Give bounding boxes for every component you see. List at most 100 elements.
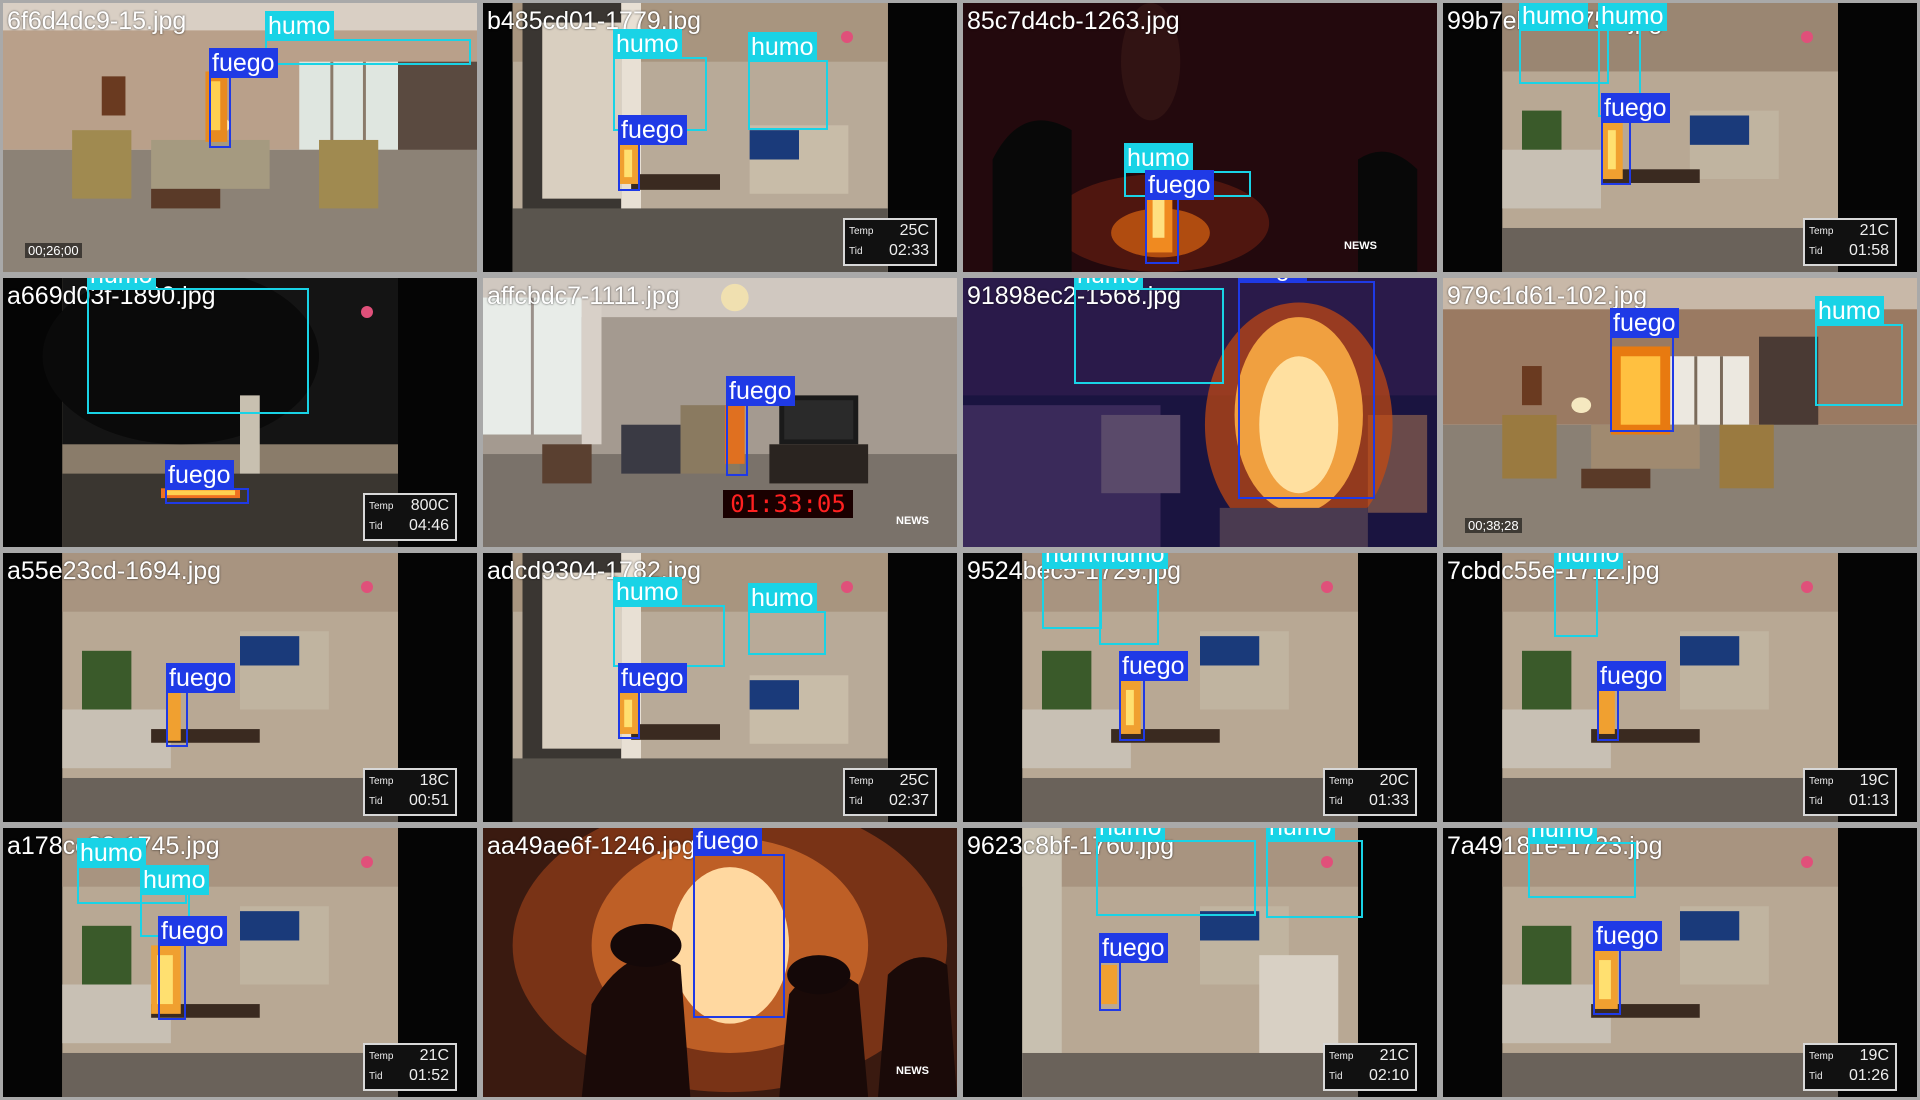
image-tile[interactable]: aa49ae6f-1246.jpg fuego NEWS bbox=[480, 825, 960, 1100]
image-tile[interactable]: adcd9304-1782.jpg humo humo fuego Temp 2… bbox=[480, 550, 960, 825]
fire-label: fuego bbox=[1119, 651, 1188, 681]
image-tile[interactable]: 7cbdc55e-1712.jpg humo fuego Temp 19C Ti… bbox=[1440, 550, 1920, 825]
fire-detection-box: fuego bbox=[726, 376, 795, 476]
timer-display: 01:33:05 bbox=[723, 490, 853, 518]
tile-filename: aa49ae6f-1246.jpg bbox=[487, 832, 696, 860]
scene-tv-room bbox=[483, 278, 957, 547]
smoke-label: humo bbox=[1528, 828, 1597, 844]
temperature-overlay: Temp 21C Tid 02:10 bbox=[1323, 1043, 1417, 1091]
smoke-detection-box: humo bbox=[1099, 553, 1168, 645]
fire-detection-box: fuego bbox=[158, 916, 227, 1020]
time-value: 04:46 bbox=[408, 517, 449, 534]
smoke-detection-box: humo bbox=[140, 865, 209, 937]
smoke-label: humo bbox=[77, 838, 146, 868]
image-tile[interactable]: 99b7ebd1-1759.jpg humo humo fuego Temp 2… bbox=[1440, 0, 1920, 275]
time-value: 01:33 bbox=[1368, 792, 1409, 809]
temp-value: 800C bbox=[410, 497, 449, 514]
record-indicator bbox=[1321, 581, 1333, 593]
fire-detection-box: fuego bbox=[1610, 308, 1679, 432]
smoke-detection-box: humo bbox=[1096, 828, 1256, 916]
scene-test-room bbox=[483, 553, 957, 822]
image-tile[interactable]: b485cd01-1779.jpg humo humo fuego Temp 2… bbox=[480, 0, 960, 275]
time-label: Tid bbox=[369, 1071, 383, 1082]
smoke-detection-box: humo bbox=[1554, 553, 1623, 637]
time-label: Tid bbox=[1809, 1071, 1823, 1082]
fire-label: fuego bbox=[1099, 933, 1168, 963]
record-indicator bbox=[361, 581, 373, 593]
smoke-label: humo bbox=[1124, 143, 1193, 173]
temp-value: 19C bbox=[1859, 1047, 1889, 1064]
smoke-label: humo bbox=[1096, 828, 1165, 842]
scene-dark-fire bbox=[963, 3, 1437, 272]
temp-value: 20C bbox=[1379, 772, 1409, 789]
smoke-detection-box: humo bbox=[1528, 828, 1636, 898]
temp-value: 25C bbox=[899, 772, 929, 789]
temperature-overlay: Temp 20C Tid 01:33 bbox=[1323, 768, 1417, 816]
fire-label: fuego bbox=[1610, 308, 1679, 338]
tile-filename: affcbdc7-1111.jpg bbox=[487, 282, 680, 310]
temp-label: Temp bbox=[1809, 226, 1834, 237]
timestamp: 00;38;28 bbox=[1465, 518, 1522, 533]
temperature-overlay: Temp 25C Tid 02:33 bbox=[843, 218, 937, 266]
fire-detection-box: fuego bbox=[618, 115, 687, 191]
time-label: Tid bbox=[369, 521, 383, 532]
smoke-detection-box: humo bbox=[1266, 828, 1363, 918]
time-label: Tid bbox=[1809, 796, 1823, 807]
fire-detection-box: fuego bbox=[165, 460, 249, 504]
time-value: 01:26 bbox=[1848, 1067, 1889, 1084]
news-logo: NEWS bbox=[896, 515, 929, 527]
fire-label: fuego bbox=[158, 916, 227, 946]
image-tile[interactable]: 9623c8bf-1760.jpg humo humo fuego Temp 2… bbox=[960, 825, 1440, 1100]
temp-label: Temp bbox=[1809, 1051, 1834, 1062]
time-value: 02:10 bbox=[1368, 1067, 1409, 1084]
temp-value: 19C bbox=[1859, 772, 1889, 789]
image-tile[interactable]: a669d03f-1890.jpg humo fuego Temp 800C T… bbox=[0, 275, 480, 550]
fire-label: fuego bbox=[618, 115, 687, 145]
news-logo: NEWS bbox=[1344, 240, 1377, 252]
image-tile[interactable]: a178cc28-1745.jpg humo humo fuego Temp 2… bbox=[0, 825, 480, 1100]
image-tile[interactable]: 85c7d4cb-1263.jpg humo fuego NEWS bbox=[960, 0, 1440, 275]
temperature-overlay: Temp 19C Tid 01:13 bbox=[1803, 768, 1897, 816]
fire-detection-box: fuego bbox=[209, 48, 278, 148]
time-label: Tid bbox=[1809, 246, 1823, 257]
record-indicator bbox=[841, 581, 853, 593]
fire-detection-box: fuego bbox=[1593, 921, 1662, 1015]
image-tile[interactable]: 9524bec5-1729.jpg humo humo fuego Temp 2… bbox=[960, 550, 1440, 825]
temp-label: Temp bbox=[369, 776, 394, 787]
smoke-label: humo bbox=[1554, 553, 1623, 569]
record-indicator bbox=[1801, 31, 1813, 43]
smoke-detection-box: humo bbox=[748, 583, 826, 655]
smoke-label: humo bbox=[1099, 553, 1168, 569]
time-label: Tid bbox=[849, 796, 863, 807]
image-tile[interactable]: 7a49181e-1723.jpg humo fuego Temp 19C Ti… bbox=[1440, 825, 1920, 1100]
smoke-label: humo bbox=[140, 865, 209, 895]
time-value: 02:37 bbox=[888, 792, 929, 809]
time-label: Tid bbox=[1329, 1071, 1343, 1082]
fire-label: fuego bbox=[1601, 93, 1670, 123]
image-tile[interactable]: affcbdc7-1111.jpg fuego 01:33:05 NEWS bbox=[480, 275, 960, 550]
temp-label: Temp bbox=[849, 226, 874, 237]
fire-label: fuego bbox=[1597, 661, 1666, 691]
smoke-label: humo bbox=[1519, 3, 1588, 31]
scene-test-room bbox=[963, 553, 1437, 822]
fire-label: fuego bbox=[1145, 170, 1214, 200]
temp-value: 21C bbox=[1859, 222, 1889, 239]
smoke-detection-box: humo bbox=[1074, 278, 1224, 384]
smoke-detection-box: humo bbox=[1519, 3, 1609, 84]
record-indicator bbox=[1321, 856, 1333, 868]
fire-label: fuego bbox=[693, 828, 762, 856]
fire-detection-box: fuego bbox=[1099, 933, 1168, 1011]
time-value: 02:33 bbox=[888, 242, 929, 259]
fire-detection-box: fuego bbox=[618, 663, 687, 739]
image-tile[interactable]: 979c1d61-102.jpg 00;38;28 fuego humo bbox=[1440, 275, 1920, 550]
scene-flashover bbox=[963, 278, 1437, 547]
smoke-label: humo bbox=[1042, 553, 1111, 569]
image-tile[interactable]: 91898ec2-1568.jpg humo fuego bbox=[960, 275, 1440, 550]
temperature-overlay: Temp 21C Tid 01:52 bbox=[363, 1043, 457, 1091]
image-tile[interactable]: 6f6d4dc9-15.jpg 00;26;00 humo fuego bbox=[0, 0, 480, 275]
time-value: 01:58 bbox=[1848, 242, 1889, 259]
image-tile[interactable]: a55e23cd-1694.jpg fuego Temp 18C Tid 00:… bbox=[0, 550, 480, 825]
time-value: 00:51 bbox=[408, 792, 449, 809]
temperature-overlay: Temp 800C Tid 04:46 bbox=[363, 493, 457, 541]
